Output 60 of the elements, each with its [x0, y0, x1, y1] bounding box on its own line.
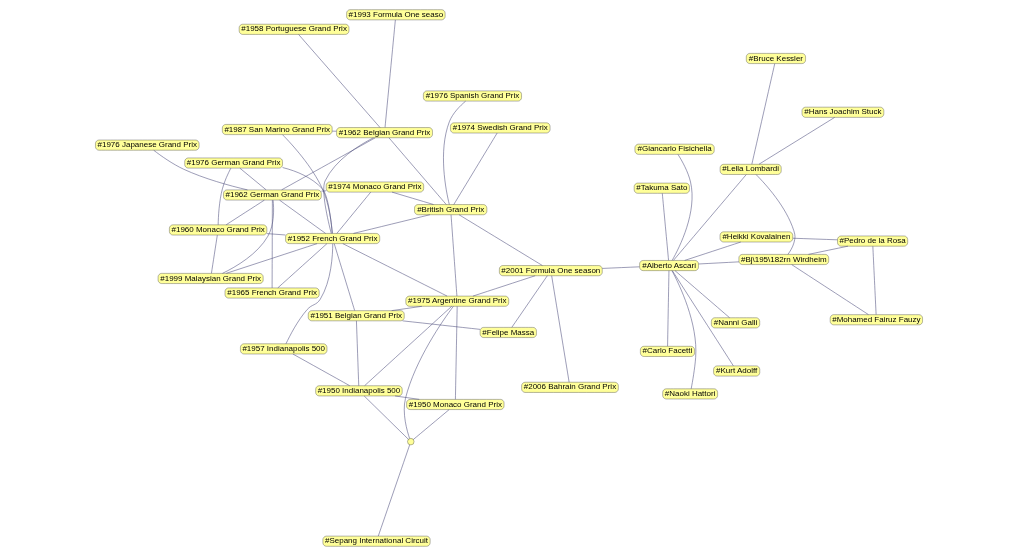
connector: [872, 245, 877, 315]
connector: [333, 243, 355, 311]
connector: [671, 154, 693, 261]
connector: [698, 261, 740, 265]
connector: [808, 245, 849, 255]
connector: [394, 395, 420, 400]
connector: [453, 132, 498, 205]
connector: [388, 137, 447, 205]
connector: [222, 199, 274, 274]
connector: [292, 353, 350, 386]
connector: [758, 117, 835, 165]
connector: [271, 199, 273, 289]
connector: [225, 243, 318, 274]
connector: [211, 234, 218, 274]
connector: [239, 167, 267, 191]
connector: [402, 320, 481, 330]
connector: [153, 150, 248, 191]
connector: [671, 270, 697, 390]
connector: [266, 233, 286, 236]
connector: [413, 409, 450, 440]
connector: [356, 320, 360, 386]
connector: [791, 264, 869, 315]
connector: [285, 243, 333, 345]
connector: [391, 306, 423, 311]
connector: [472, 275, 536, 297]
connector: [511, 275, 548, 328]
connector: [225, 199, 265, 226]
connector: [364, 306, 452, 386]
connector: [458, 214, 543, 266]
connector: [672, 270, 734, 367]
connector: [342, 243, 448, 297]
connector: [792, 237, 838, 241]
connector: [755, 174, 796, 255]
connector: [217, 167, 232, 226]
connector: [384, 19, 396, 128]
connector: [443, 100, 466, 205]
connector: [281, 137, 376, 191]
connector: [403, 306, 454, 439]
connector: [353, 214, 431, 234]
connector: [551, 275, 570, 383]
connector: [667, 270, 670, 347]
connector: [336, 191, 371, 234]
connector: [321, 190, 327, 192]
connector: [673, 174, 747, 261]
connector: [277, 243, 328, 289]
connector: [455, 306, 458, 400]
connector: [298, 34, 381, 128]
connector: [363, 395, 409, 440]
connector: [391, 191, 434, 205]
connector: [323, 137, 374, 234]
connector: [751, 63, 776, 165]
connector: [450, 214, 458, 297]
connector: [602, 266, 640, 269]
connector: [662, 193, 669, 261]
connector: [684, 241, 742, 261]
connector: [674, 270, 730, 318]
node-circle: [407, 438, 415, 446]
connector: [378, 444, 410, 537]
connector: [279, 199, 326, 234]
connector: [282, 134, 333, 234]
